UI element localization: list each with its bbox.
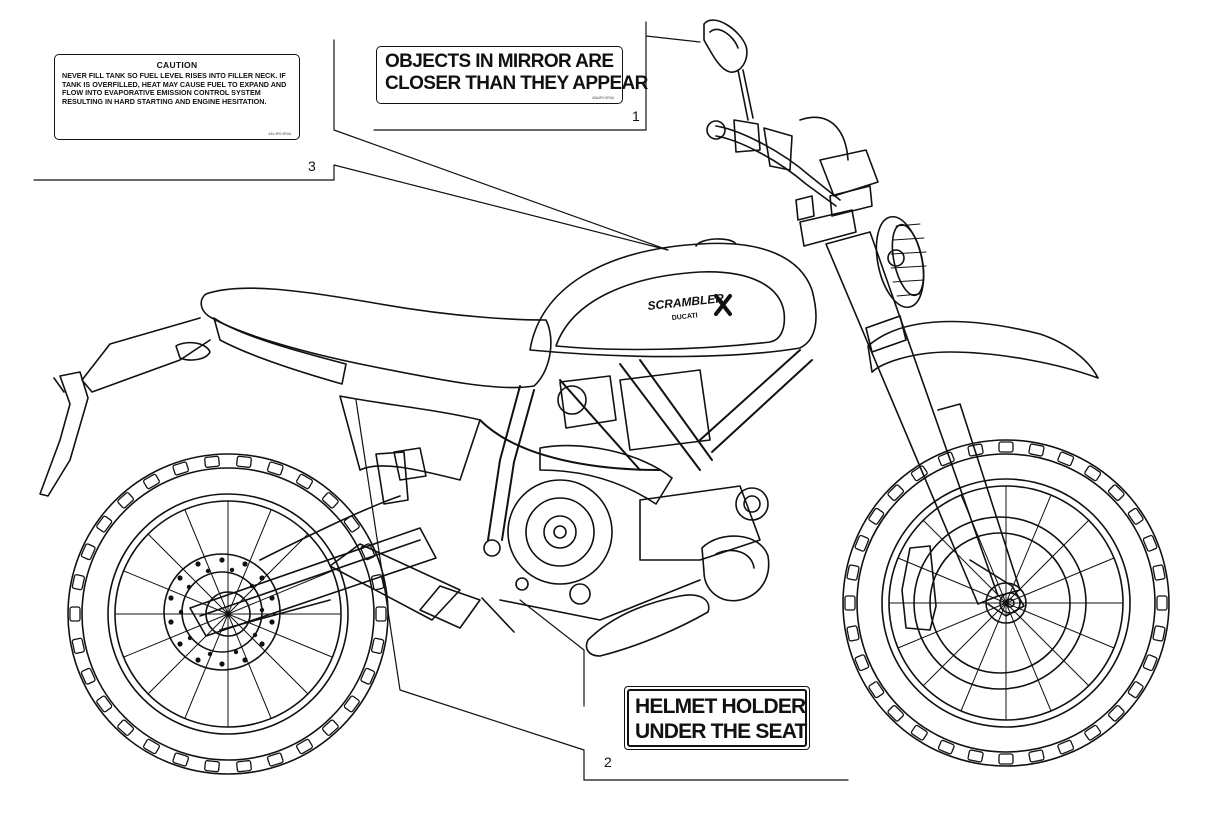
tread-block [204,760,220,773]
tread-block [117,492,134,509]
ref-number-2: 2 [604,754,612,770]
tread-block [846,625,860,642]
tread-block [868,681,885,699]
tread-block [371,637,385,654]
caution-decal: CAUTION NEVER FILL TANK SO FUEL LEVEL RI… [54,54,300,140]
mirror-decal-line-2: CLOSER THAN THEY APPEAR [385,73,648,94]
x-logo-icon [714,294,732,316]
mirror-decal: OBJECTS IN MIRROR ARE CLOSER THAN THEY A… [376,46,648,104]
tread-block [1127,681,1144,699]
tread-block [96,515,113,533]
tread-block [71,637,85,654]
mirror-decal-code: 43A4P0.0R0A [591,96,614,100]
tread-block [80,667,96,685]
tread-block [1084,465,1102,482]
tread-block [322,492,339,509]
engine [483,369,769,621]
exhaust [329,535,770,657]
tread-block [1108,484,1125,501]
caution-body: NEVER FILL TANK SO FUEL LEVEL RISES INTO… [62,71,287,106]
tread-block [844,595,856,611]
tread-block [296,738,313,755]
seat [200,287,552,389]
rear-wheel [67,453,389,775]
tread-block [910,724,928,741]
tread-block [937,739,955,755]
tread-block [69,606,81,622]
tread-block [887,705,904,722]
tread-block [143,738,160,755]
leader-lines [33,21,849,781]
tread-block [204,455,220,468]
tread-block [266,752,284,767]
tread-block [343,695,360,713]
tread-block [236,760,252,773]
frame [479,349,813,541]
tread-block [1152,564,1166,581]
tread-block [1156,595,1168,611]
caution-code: 434.4P0.0R0A [268,132,291,136]
tread-block [846,564,860,581]
tread-block [998,753,1014,765]
tread-block [1127,507,1144,525]
tread-block [360,667,376,685]
caution-title: CAUTION [156,60,198,70]
front-fork [825,231,1025,617]
tread-block [143,473,160,490]
tread-block [1142,654,1158,672]
tread-block [1057,451,1075,467]
tread-block [296,473,313,490]
fuel-tank [529,238,817,358]
mirror [703,19,754,121]
tire-tread [69,441,1168,773]
tank-decal-brand: SCRAMBLER [647,291,725,313]
tread-block [887,484,904,501]
tread-block [910,465,928,482]
tread-block [236,455,252,468]
mirror-decal-line-1: OBJECTS IN MIRROR ARE [385,51,614,72]
tank-decal: SCRAMBLER DUCATI [647,291,732,322]
tank-decal-sub: DUCATI [671,312,698,322]
tread-block [375,606,387,622]
tread-block [1057,739,1075,755]
tread-block [1084,724,1102,741]
tread-block [1142,534,1158,552]
tread-block [172,752,190,767]
ref-number-3: 3 [308,158,316,174]
tread-block [854,534,870,552]
helmet-decal-line-1: HELMET HOLDER [635,695,806,718]
helmet-decal: HELMET HOLDER UNDER THE SEAT [624,686,810,750]
tread-block [322,719,339,736]
tread-block [96,695,113,713]
headlight [875,215,927,309]
helmet-decal-line-2: UNDER THE SEAT [635,720,807,743]
tread-block [1028,443,1045,457]
ref-number-1: 1 [632,108,640,124]
front-fender [867,320,1099,379]
tread-block [1152,625,1166,642]
tread-block [1028,749,1045,763]
tread-block [1108,705,1125,722]
tread-block [868,507,885,525]
tail [39,317,211,497]
tread-block [998,441,1014,453]
tread-block [71,574,85,591]
tread-block [80,543,96,561]
tread-block [172,461,190,476]
side-panel [259,395,481,561]
handlebar [706,116,879,247]
tread-block [854,654,870,672]
swingarm [189,527,437,637]
tread-block [117,719,134,736]
tread-block [266,461,284,476]
tread-block [967,749,984,763]
